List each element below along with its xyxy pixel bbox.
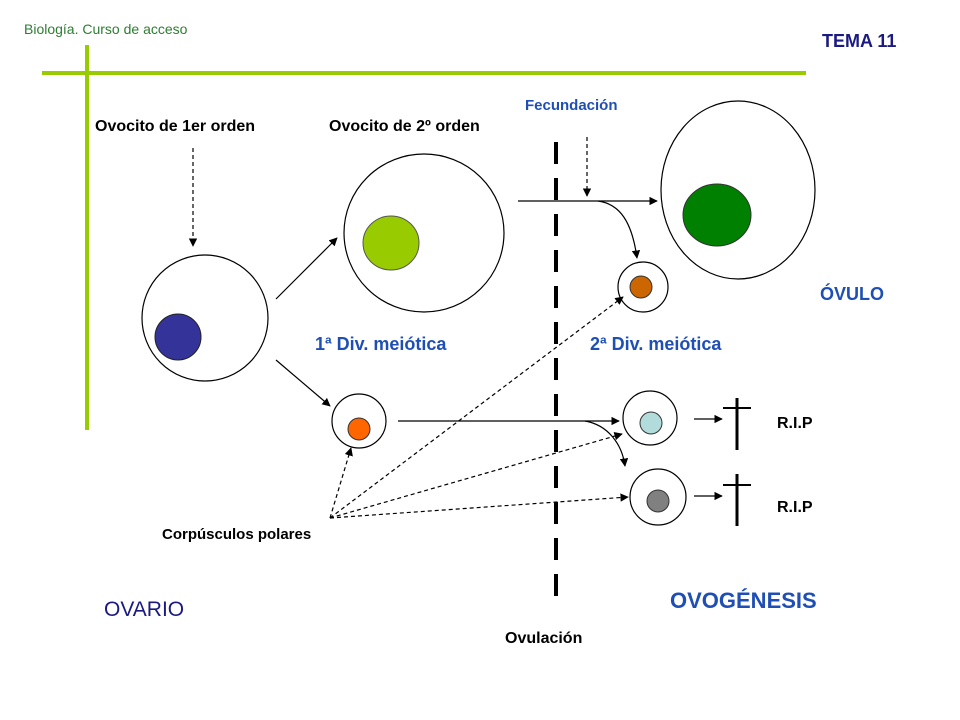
- label-secondary-oocyte: Ovocito de 2º orden: [329, 118, 480, 135]
- ovum: [660, 100, 816, 280]
- label-primary-oocyte: Ovocito de 1er orden: [95, 118, 256, 135]
- arrow-to-first-polar-body: [275, 359, 331, 407]
- label-first-meiotic-division: 1ª Div. meiótica: [315, 334, 447, 354]
- secondary-oocyte: [343, 153, 505, 313]
- arrow-to-polar-body-lower: [584, 420, 629, 467]
- label-polar-bodies: Corpúsculos polares: [162, 526, 312, 543]
- primary-oocyte-nucleus: [154, 313, 202, 361]
- first-polar-body: [331, 393, 387, 449]
- label-fecundation: Fecundación: [525, 97, 618, 114]
- label-ovary: OVARIO: [104, 598, 185, 621]
- pointer-polar-body-upper: [329, 432, 623, 519]
- label-second-meiotic-division: 2ª Div. meiótica: [590, 334, 722, 354]
- ovum-nucleus: [682, 183, 752, 247]
- cross-icon: [723, 398, 751, 450]
- cross-icon: [723, 474, 751, 526]
- first-polar-body-nucleus: [347, 417, 371, 441]
- label-rip-upper: R.I.P: [777, 415, 813, 432]
- pointer-first-polar-body: [329, 447, 353, 519]
- pointer-second-polar-body: [329, 296, 624, 519]
- polar-body-upper: [622, 390, 678, 446]
- primary-oocyte: [141, 254, 269, 382]
- second-polar-body-nucleus: [629, 275, 653, 299]
- polar-body-lower-nucleus: [646, 489, 670, 513]
- secondary-oocyte-cell: [343, 153, 505, 313]
- polar-body-upper-nucleus: [639, 411, 663, 435]
- polar-body-lower: [629, 468, 687, 526]
- label-ovum: ÓVULO: [820, 284, 885, 304]
- secondary-oocyte-nucleus: [362, 215, 420, 271]
- pointer-polar-body-lower: [329, 493, 629, 519]
- label-oogenesis: OVOGÉNESIS: [670, 588, 817, 613]
- label-rip-lower: R.I.P: [777, 499, 813, 516]
- course-title: Biología. Curso de acceso: [24, 21, 188, 37]
- arrow-to-second-polar-body: [597, 200, 641, 259]
- arrow-to-secondary-oocyte: [275, 237, 338, 300]
- label-ovulation: Ovulación: [505, 630, 583, 647]
- primary-oocyte-cell: [141, 254, 269, 382]
- second-polar-body: [617, 261, 669, 313]
- topic-title: TEMA 11: [822, 31, 897, 51]
